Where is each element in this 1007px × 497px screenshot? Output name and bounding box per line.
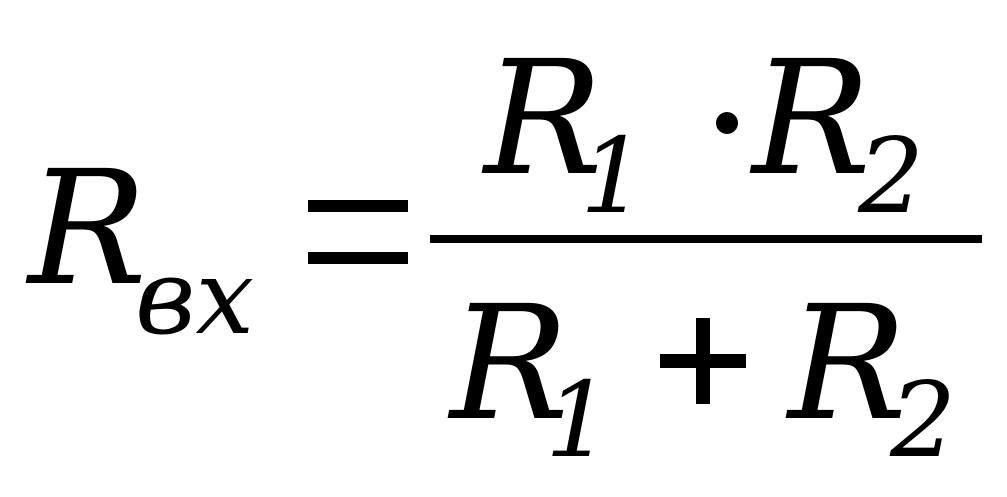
denominator-term2-subscript: 2 xyxy=(890,359,957,481)
multiplication-dot xyxy=(716,112,738,134)
equals-bar-bottom xyxy=(308,252,408,264)
equals-sign xyxy=(308,200,408,264)
denominator-term1-symbol: R xyxy=(450,272,569,456)
numerator-term2-subscript: 2 xyxy=(858,115,925,237)
fraction-bar xyxy=(430,235,982,243)
denominator-term2-symbol: R xyxy=(788,272,907,456)
lhs-symbol: R xyxy=(28,137,147,321)
plus-vertical xyxy=(696,318,710,404)
numerator-term1-subscript: 1 xyxy=(580,115,647,237)
denominator-term1-subscript: 1 xyxy=(545,359,612,481)
numerator-term2-symbol: R xyxy=(752,27,871,211)
plus-sign xyxy=(660,318,746,404)
equals-bar-top xyxy=(308,200,408,212)
lhs-subscript: вх xyxy=(135,236,255,358)
numerator-term1-symbol: R xyxy=(484,27,603,211)
